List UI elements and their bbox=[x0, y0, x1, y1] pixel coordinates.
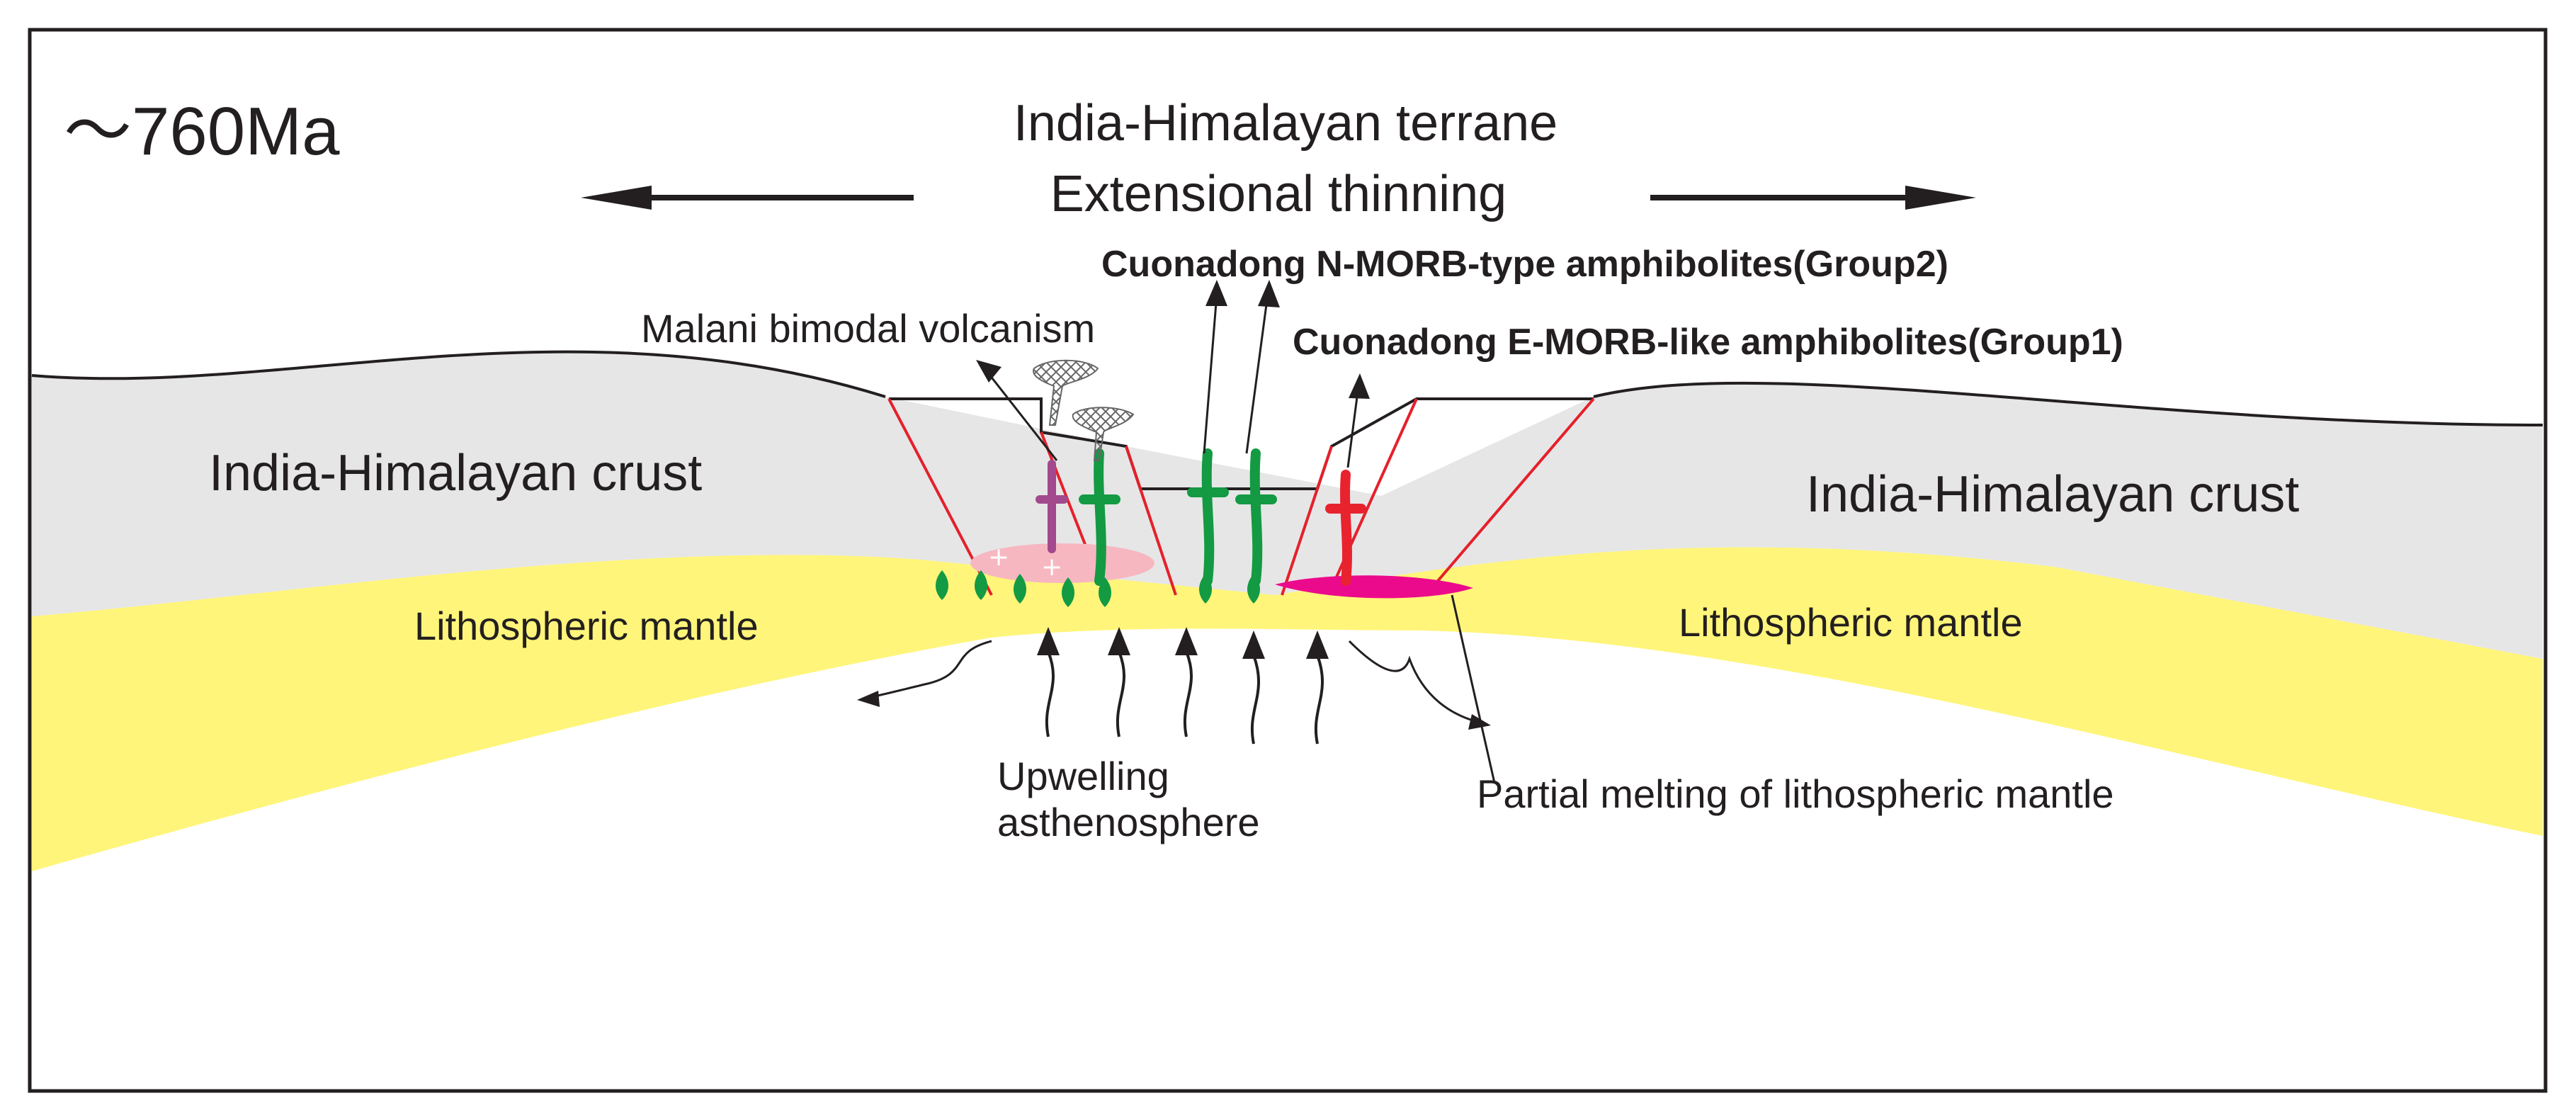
melt-lens-light bbox=[970, 543, 1154, 583]
extension-title: Extensional thinning bbox=[1050, 166, 1507, 222]
mantle-flow-arrows bbox=[867, 594, 1496, 784]
magma-droplets bbox=[936, 570, 1260, 607]
lithospheric-mantle-layer bbox=[32, 547, 2543, 871]
volcanic-plume bbox=[1072, 407, 1135, 461]
volcanic-plume bbox=[1033, 359, 1099, 426]
melt-ascent-arrows bbox=[983, 293, 1360, 468]
plus-mark: + bbox=[1041, 553, 1062, 582]
partial-melting-label: Partial melting of lithospheric mantle bbox=[1477, 771, 2114, 816]
group2-dikes bbox=[1079, 448, 1277, 586]
terrane-title: India-Himalayan terrane bbox=[1014, 95, 1557, 152]
group1-label: Cuonadong E-MORB-like amphibolites(Group… bbox=[1293, 322, 2123, 363]
malani-dike bbox=[1035, 460, 1068, 553]
group1-dike bbox=[1325, 470, 1366, 586]
melt-ascent-arrowheads bbox=[976, 280, 1370, 399]
crust-layer bbox=[32, 351, 2543, 659]
upwelling-arrowheads bbox=[1037, 627, 1329, 659]
surface-profile-line bbox=[31, 350, 886, 398]
mantle-label-left: Lithospheric mantle bbox=[414, 604, 759, 648]
age-label: ～760Ma bbox=[64, 94, 340, 169]
crust-label-left: India-Himalayan crust bbox=[209, 445, 702, 502]
crust-label-right: India-Himalayan crust bbox=[1806, 466, 2299, 523]
mantle-label-right: Lithospheric mantle bbox=[1679, 600, 2023, 645]
upwelling-label-line1: Upwelling bbox=[997, 754, 1169, 798]
extension-arrows bbox=[581, 186, 1976, 210]
surface-profile-line-right bbox=[1593, 381, 2543, 426]
melt-lens-pink bbox=[1275, 575, 1473, 599]
plus-mark: + bbox=[988, 543, 1009, 572]
upwelling-label-line2: asthenosphere bbox=[997, 800, 1260, 844]
asthenosphere-region bbox=[32, 628, 2543, 1088]
mantle-flow-arrowheads bbox=[857, 691, 1491, 730]
group2-label: Cuonadong N-MORB-type amphibolites(Group… bbox=[1101, 244, 1948, 285]
malani-label: Malani bimodal volcanism bbox=[641, 306, 1095, 351]
upwelling-arrows bbox=[1045, 651, 1324, 745]
